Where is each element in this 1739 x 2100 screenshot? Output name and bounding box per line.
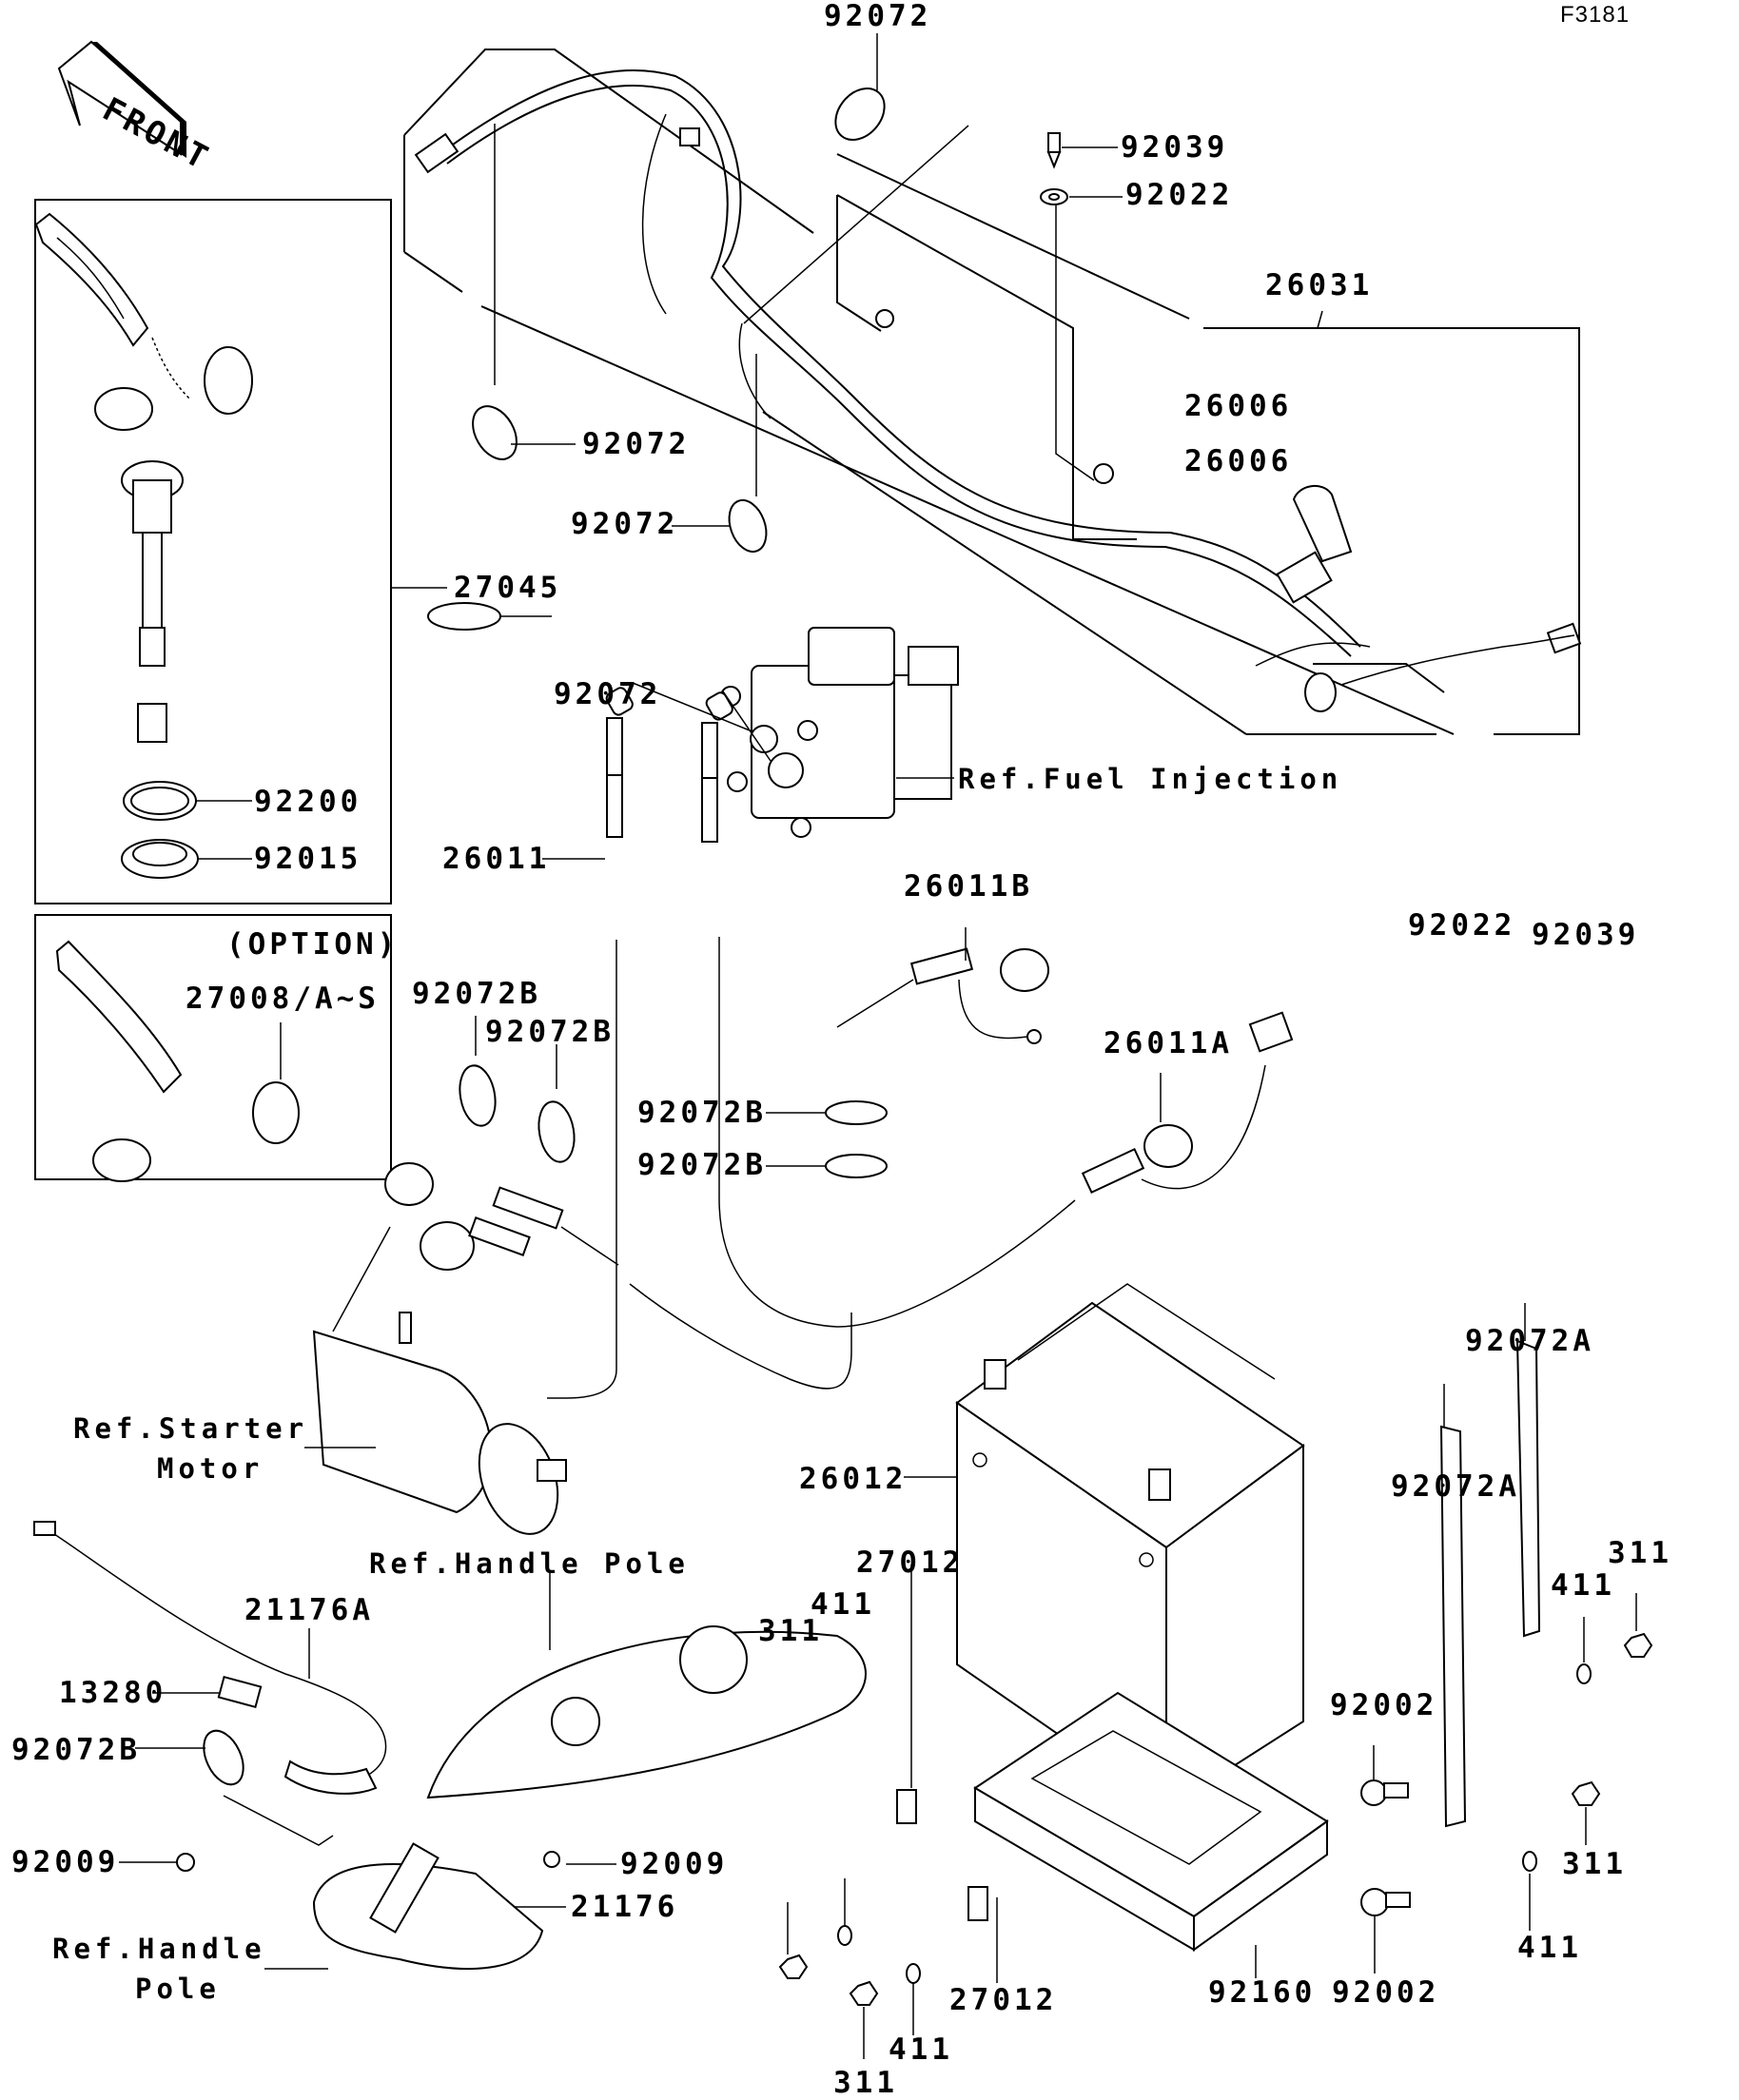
part-label-26012[interactable]: 26012	[799, 1462, 908, 1496]
part-label-26031[interactable]: 26031	[1265, 268, 1374, 302]
handle-pole-lower-icon	[312, 1842, 544, 1970]
spark-plug-cap-26011-icon	[605, 687, 733, 843]
part-label-92039[interactable]: 92039	[1121, 130, 1229, 165]
clamp-92072-b-icon	[728, 498, 768, 554]
part-label-411[interactable]: 411	[811, 1587, 875, 1622]
screw-92009-icon	[176, 1851, 560, 1872]
bolt-92039-top-icon	[1046, 132, 1062, 169]
lanyard-key-icon	[34, 212, 253, 431]
ignition-coil-block-icon	[720, 627, 959, 838]
part-label-92072B[interactable]: 92072B	[485, 1015, 615, 1049]
reference-starter-motor-line1[interactable]: Ref.Starter	[73, 1412, 309, 1445]
part-label-26006[interactable]: 26006	[1184, 389, 1293, 423]
part-label-27012[interactable]: 27012	[856, 1546, 965, 1580]
part-label-26011B[interactable]: 26011B	[904, 869, 1033, 904]
part-label-311[interactable]: 311	[758, 1614, 823, 1648]
part-label-92072B[interactable]: 92072B	[637, 1148, 767, 1182]
ring-92200-icon	[123, 781, 197, 821]
part-label-27008[interactable]: 27008/A~S	[186, 982, 380, 1016]
part-label-92039[interactable]: 92039	[1532, 918, 1640, 952]
battery-tray-92160-icon	[973, 1691, 1329, 1952]
part-label-26011[interactable]: 26011	[442, 842, 551, 876]
part-label-92002[interactable]: 92002	[1332, 1975, 1440, 2010]
part-label-21176A[interactable]: 21176A	[244, 1593, 374, 1627]
part-label-92072B[interactable]: 92072B	[11, 1733, 141, 1767]
part-label-92072B[interactable]: 92072B	[412, 977, 541, 1011]
part-label-92015[interactable]: 92015	[254, 842, 362, 876]
clamp-92072B-2-icon	[537, 1100, 576, 1163]
part-label-92160[interactable]: 92160	[1208, 1975, 1317, 2010]
part-label-311[interactable]: 311	[1608, 1536, 1672, 1570]
part-label-92002[interactable]: 92002	[1330, 1688, 1438, 1722]
strap-92072A-1-icon	[1515, 1339, 1541, 1638]
clamp-92072-top-icon	[834, 88, 886, 141]
part-label-92072[interactable]: 92072	[554, 677, 662, 711]
part-label-92072[interactable]: 92072	[571, 507, 679, 541]
part-label-92072[interactable]: 92072	[824, 0, 932, 33]
part-label-27012[interactable]: 27012	[949, 1983, 1058, 2017]
washer-411-right-icon	[1522, 1663, 1592, 1872]
part-label-26006[interactable]: 26006	[1184, 444, 1293, 478]
clamp-92072-c-icon	[427, 602, 501, 631]
part-label-92072A[interactable]: 92072A	[1391, 1469, 1520, 1504]
plug-cap-26011A-icon	[1081, 1011, 1294, 1194]
clamp-92072B-5-icon	[203, 1729, 244, 1786]
option-label: (OPTION)	[226, 927, 400, 962]
washer-92022-top-icon	[1040, 188, 1068, 205]
kill-switch-27045-icon	[121, 460, 184, 743]
plug-cap-26011B-icon	[909, 947, 1049, 1044]
part-label-27045[interactable]: 27045	[454, 571, 562, 605]
part-label-26011A[interactable]: 26011A	[1104, 1026, 1233, 1060]
washer-411-left-icon	[837, 1925, 921, 1984]
part-label-21176[interactable]: 21176	[571, 1890, 679, 1924]
part-label-92022[interactable]: 92022	[1408, 908, 1516, 943]
part-label-92072[interactable]: 92072	[582, 427, 691, 461]
reference-handle-pole-bottom-line2[interactable]: Pole	[135, 1973, 221, 2005]
reference-handle-pole-top[interactable]: Ref.Handle Pole	[369, 1547, 690, 1580]
nut-311-left-icon	[778, 1954, 879, 2006]
sensor-wire-21176A-icon	[33, 1521, 387, 1795]
starter-motor-icon	[312, 1162, 567, 1535]
clamp-92072B-4-icon	[825, 1154, 888, 1178]
part-label-411[interactable]: 411	[889, 2032, 953, 2067]
reference-starter-motor-line2[interactable]: Motor	[157, 1452, 264, 1485]
front-arrow-icon	[57, 40, 186, 158]
front-direction-indicator: FRONT	[57, 38, 217, 179]
option-box-27008	[34, 914, 392, 1180]
harness-frame-lines	[403, 49, 1580, 735]
part-label-92022[interactable]: 92022	[1125, 178, 1234, 212]
reference-handle-pole-bottom-line1[interactable]: Ref.Handle	[52, 1933, 266, 1965]
reference-fuel-injection[interactable]: Ref.Fuel Injection	[958, 763, 1343, 795]
handle-pole-housing-icon	[426, 1625, 867, 1799]
part-label-311[interactable]: 311	[1562, 1847, 1627, 1881]
part-label-92072B[interactable]: 92072B	[637, 1096, 767, 1130]
wire-harness-26031	[414, 69, 1582, 712]
strap-92072A-2-icon	[1439, 1425, 1467, 1828]
bracket-27012-icon	[896, 1789, 988, 1921]
clamp-92072-a-icon	[472, 405, 518, 460]
part-label-13280[interactable]: 13280	[59, 1676, 167, 1710]
nut-92015-icon	[121, 839, 199, 879]
part-label-92072A[interactable]: 92072A	[1465, 1324, 1594, 1358]
clamp-92072B-3-icon	[825, 1100, 888, 1125]
part-label-92009[interactable]: 92009	[620, 1847, 729, 1881]
clamp-92072B-1-icon	[459, 1064, 497, 1127]
kit-box-27045	[34, 199, 392, 904]
part-label-92009[interactable]: 92009	[11, 1845, 120, 1879]
bolt-92002-1-icon	[1360, 1779, 1409, 1806]
part-label-411[interactable]: 411	[1517, 1931, 1582, 1965]
figure-code: F3181	[1560, 2, 1631, 28]
bolt-92002-2-icon	[1360, 1888, 1411, 1916]
part-label-411[interactable]: 411	[1551, 1568, 1615, 1603]
part-label-92200[interactable]: 92200	[254, 785, 362, 819]
option-lanyard-key-icon	[55, 940, 300, 1182]
nut-311-right-icon	[1571, 1632, 1653, 1806]
part-label-311[interactable]: 311	[833, 2066, 898, 2100]
